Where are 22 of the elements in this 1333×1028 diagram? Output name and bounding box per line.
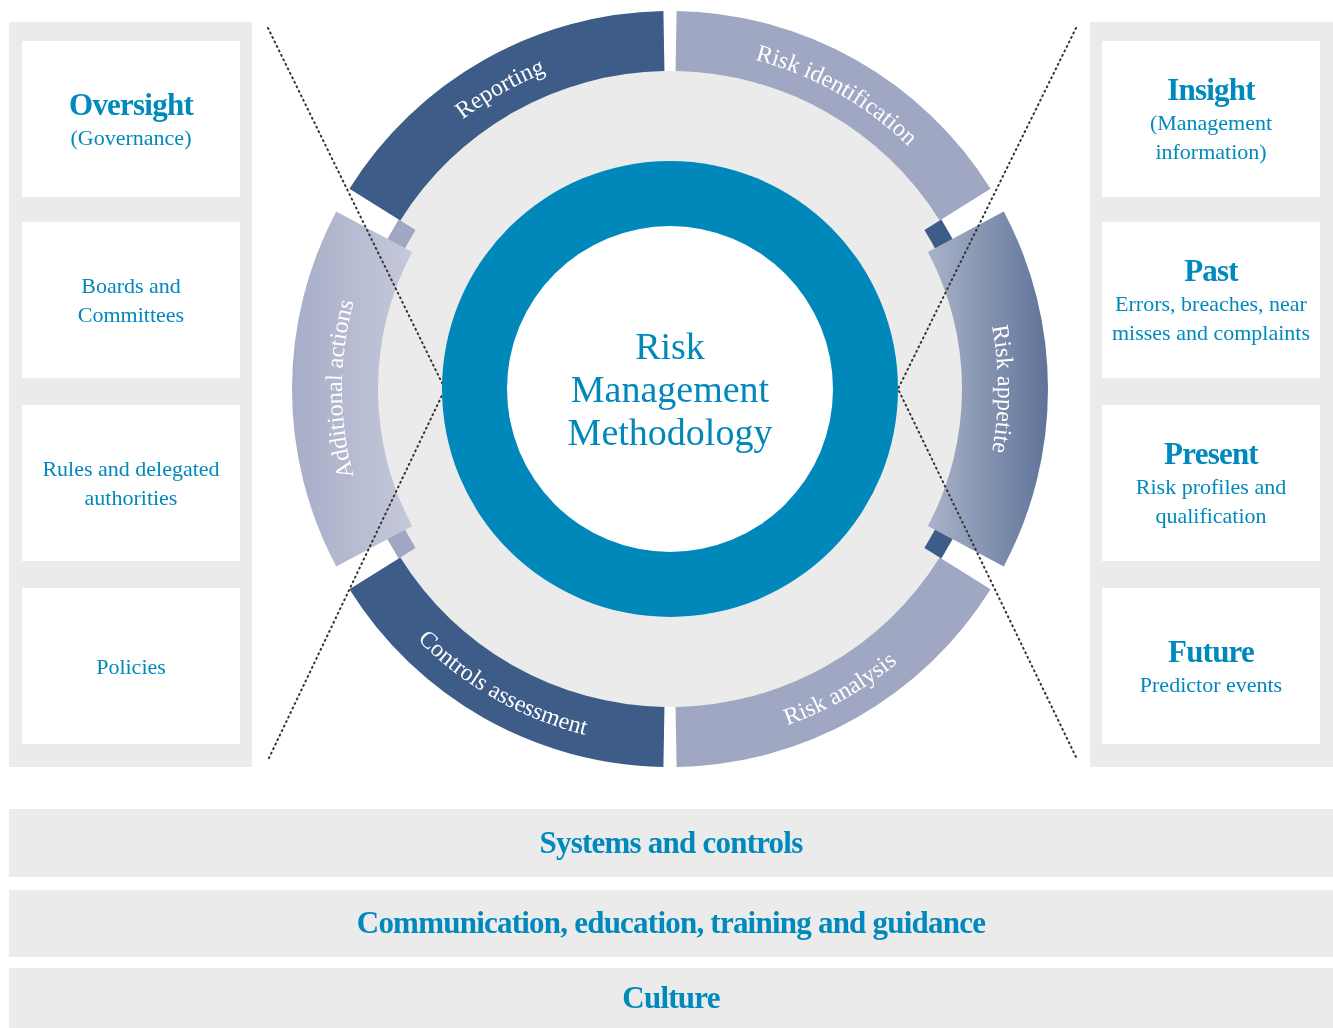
card-text: Rules and delegated authorities [41,455,221,512]
card-heading: Future [1167,633,1255,670]
card-heading: Present [1164,436,1258,472]
card-heading: Insight [1167,72,1255,108]
card-text: Risk profiles and qualification [1134,473,1288,530]
ring-segment [675,557,991,767]
card-text: (Governance) [70,123,192,152]
ring-segment [349,11,665,221]
bar-title: Systems and controls [539,823,803,862]
card-heading: Past [1184,253,1238,289]
bar-title: Culture [622,978,720,1017]
center-title: Risk Management Methodology [566,324,774,454]
card-text: (Management information) [1148,109,1274,166]
card-text: Policies [96,652,166,681]
card-text: Boards and Committees [76,272,186,329]
ring-segment [292,211,413,567]
card-heading: Oversight [69,86,193,123]
bar-title: Communication, education, training and guidance [356,904,986,943]
ring-segment [349,557,665,767]
card-text: Errors, breaches, near misses and complaints [1111,290,1311,347]
card-text: Predictor events [1139,670,1283,699]
ring-segment [927,211,1048,567]
